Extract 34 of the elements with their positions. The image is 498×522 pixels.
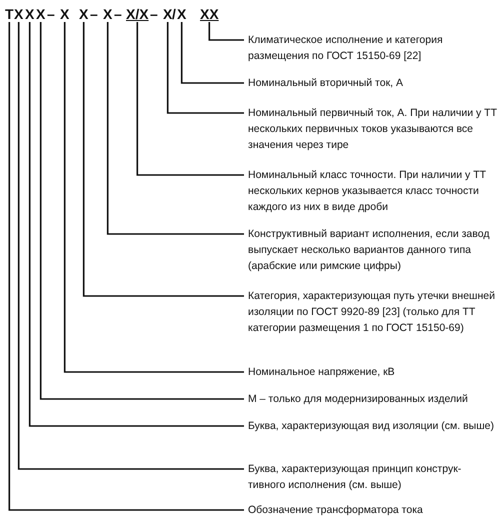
designation-symbol: Х (36, 6, 46, 22)
description-text: Буква, характеризующая принцип конструк- тивного исполнения (см. выше) (244, 461, 497, 493)
dash-separator: – (90, 6, 98, 22)
description-text: Конструктивный вариант исполнения, если завод выпускает несколько вариантов данного типа (арабские или римские цифры) (244, 226, 497, 274)
description-text: Климатическое исполнение и категория размещения по ГОСТ 15150-69 [22] (244, 32, 497, 64)
dash-separator: – (47, 6, 55, 22)
designation-symbol: Т (5, 6, 14, 22)
designation-symbol: Х (79, 6, 88, 22)
description-text: Категория, характеризующая путь утечки внешней изоляции по ГОСТ 9920-89 [23] (только для ТТ категории размещения 1 по ГОСТ 15150-69) (244, 288, 497, 336)
leader-line (106, 22, 244, 235)
designation-symbol: Х (103, 6, 112, 22)
designation-symbol: Х (177, 6, 186, 22)
description-text: Номинальный класс точности. При наличии у ТТ нескольких кернов указывается класс точности каждого из них в виде дроби (244, 167, 497, 215)
leader-line (82, 22, 244, 297)
designation-fraction: Х/Х (126, 6, 149, 22)
leader-line (180, 22, 244, 84)
leader-line (64, 22, 244, 373)
designation-symbol: Х (60, 6, 70, 22)
description-text: Номинальное напряжение, кВ (244, 364, 497, 380)
description-text: М – только для модернизированных изделий (244, 391, 497, 407)
dash-separator: – (114, 6, 122, 22)
leader-line (166, 22, 244, 114)
designation-symbol-pair: ХХ (200, 6, 219, 22)
designation-symbol: Х (14, 6, 24, 22)
designation-symbol: Х (25, 6, 34, 22)
slash-separator: / (172, 6, 176, 22)
dash-separator: – (150, 6, 158, 22)
description-text: Буква, характеризующая вид изоляции (см. выше) (244, 418, 497, 434)
description-text: Номинальный первичный ток, А. При наличии у ТТ нескольких первичных токов указываются все значения через тире (244, 105, 497, 153)
leader-line (208, 22, 244, 41)
description-text: Обозначение трансформатора тока (244, 502, 497, 518)
designation-symbol: Х (163, 6, 172, 22)
description-text: Номинальный вторичный ток, А (244, 75, 497, 91)
leader-line (136, 22, 244, 176)
